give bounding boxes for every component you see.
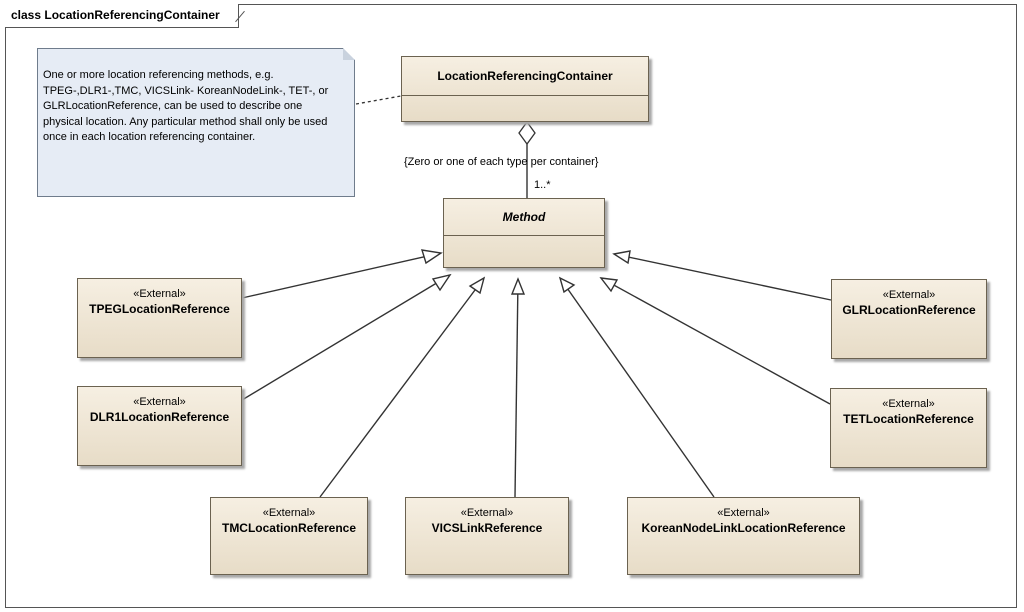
stereotype: «External» bbox=[133, 288, 186, 300]
generalization-tet bbox=[600, 277, 831, 405]
class-dlr1-location-reference[interactable]: «External» DLR1LocationReference bbox=[77, 386, 242, 466]
attributes-compartment bbox=[444, 235, 604, 267]
generalization-korean bbox=[559, 277, 715, 498]
arrowhead-korean bbox=[558, 276, 576, 294]
generalization-tmc bbox=[319, 277, 485, 498]
aggregation-diamond bbox=[518, 120, 536, 146]
arrowhead-tet bbox=[599, 277, 619, 293]
generalization-tpeg bbox=[241, 252, 442, 299]
class-name: Method bbox=[502, 210, 546, 224]
class-name: TPEGLocationReference bbox=[89, 302, 230, 316]
arrowhead-tmc bbox=[468, 276, 486, 295]
note-anchor-line bbox=[355, 95, 402, 105]
note-text: One or more location referencing methods… bbox=[43, 69, 329, 143]
note: One or more location referencing methods… bbox=[37, 48, 355, 197]
stereotype: «External» bbox=[882, 398, 935, 410]
class-tet-location-reference[interactable]: «External» TETLocationReference bbox=[830, 388, 987, 468]
arrowhead-glr bbox=[612, 250, 631, 265]
generalization-vics bbox=[514, 278, 519, 498]
class-tpeg-location-reference[interactable]: «External» TPEGLocationReference bbox=[77, 278, 242, 358]
association-constraint: {Zero or one of each type per container} bbox=[404, 156, 599, 168]
class-name: VICSLinkReference bbox=[431, 521, 543, 535]
class-name: TMCLocationReference bbox=[221, 521, 357, 535]
class-tmc-location-reference[interactable]: «External» TMCLocationReference bbox=[210, 497, 368, 575]
stereotype: «External» bbox=[717, 507, 770, 519]
class-name: DLR1LocationReference bbox=[89, 410, 230, 424]
stereotype: «External» bbox=[262, 507, 316, 519]
stereotype: «External» bbox=[133, 396, 186, 408]
arrowhead-dlr1 bbox=[431, 273, 452, 292]
class-vics-link-reference[interactable]: «External» VICSLinkReference bbox=[405, 497, 569, 575]
class-korean-node-link-location-reference[interactable]: «External» KoreanNodeLinkLocationReferen… bbox=[627, 497, 860, 575]
class-name: KoreanNodeLinkLocationReference bbox=[641, 521, 846, 535]
generalization-dlr1 bbox=[241, 274, 451, 401]
stereotype: «External» bbox=[460, 507, 514, 519]
class-location-referencing-container[interactable]: LocationReferencingContainer bbox=[401, 56, 649, 122]
arrowhead-vics bbox=[510, 277, 526, 295]
arrowhead-tpeg bbox=[421, 249, 443, 265]
class-name: TETLocationReference bbox=[843, 412, 974, 426]
stereotype: «External» bbox=[882, 289, 936, 301]
attributes-compartment bbox=[402, 95, 648, 121]
generalization-glr bbox=[613, 253, 832, 301]
association-multiplicity: 1..* bbox=[534, 179, 551, 191]
class-method[interactable]: Method bbox=[443, 198, 605, 268]
class-name: GLRLocationReference bbox=[842, 303, 976, 317]
class-glr-location-reference[interactable]: «External» GLRLocationReference bbox=[831, 279, 987, 359]
diagram-frame bbox=[5, 4, 1017, 608]
class-name: LocationReferencingContainer bbox=[437, 69, 613, 83]
frame-title: class LocationReferencingContainer bbox=[5, 4, 239, 28]
